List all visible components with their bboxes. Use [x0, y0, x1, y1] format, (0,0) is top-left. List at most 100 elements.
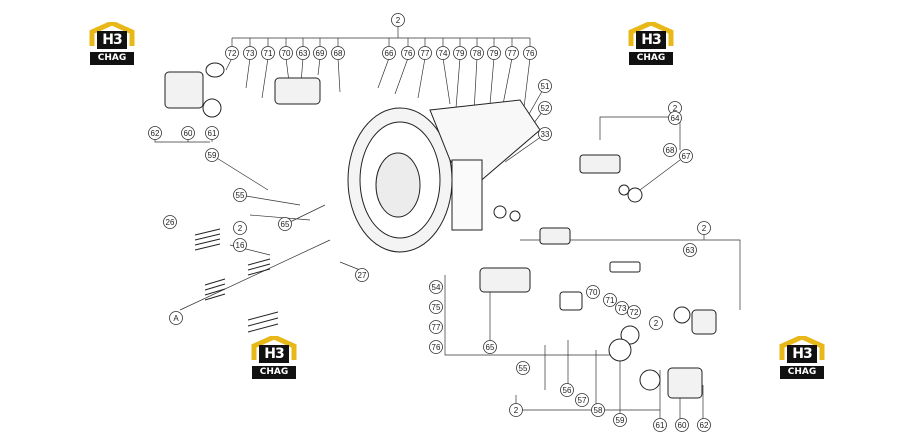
part-callout: 78 [470, 46, 484, 60]
part-callout: 69 [313, 46, 327, 60]
part-callout: 70 [279, 46, 293, 60]
part-callout: 68 [663, 143, 677, 157]
callout-circle [627, 305, 641, 319]
callout-circle [697, 418, 711, 432]
callout-circle [575, 393, 589, 407]
part-callout: 27 [355, 268, 369, 282]
part-callout: 66 [382, 46, 396, 60]
part-callout: 60 [675, 418, 689, 432]
part-callout: 58 [591, 403, 605, 417]
logo-mark: H3 [97, 31, 127, 49]
callout-label: 62 [700, 421, 709, 430]
part-callout: 61 [205, 126, 219, 140]
part-callout: 51 [538, 79, 552, 93]
callout-label: 69 [316, 49, 325, 58]
callout-label: 72 [228, 49, 237, 58]
callout-label: 2 [514, 406, 519, 415]
part-callout: 71 [603, 293, 617, 307]
callout-circle [603, 293, 617, 307]
callout-circle [679, 149, 693, 163]
callout-label: 68 [334, 49, 343, 58]
callout-label: 76 [526, 49, 535, 58]
callout-label: 33 [541, 130, 550, 139]
callout-circle [668, 111, 682, 125]
part-callout: A [169, 311, 183, 325]
callout-label: 2 [654, 319, 659, 328]
callout-circle [331, 46, 345, 60]
h3-chag-logo: H3 CHAG [778, 336, 826, 384]
callout-circle [509, 403, 523, 417]
callout-circle [296, 46, 310, 60]
part-callout: 63 [683, 243, 697, 257]
callout-circle [233, 221, 247, 235]
callout-circle [278, 217, 292, 231]
callout-label: 27 [358, 271, 367, 280]
part-callout: 16 [233, 238, 247, 252]
callout-label: 61 [656, 421, 665, 430]
callout-circle [169, 311, 183, 325]
callout-label: 77 [432, 323, 441, 332]
part-callout: 56 [560, 383, 574, 397]
callout-circle [163, 215, 177, 229]
callout-label: 63 [686, 246, 695, 255]
callout-circle [505, 46, 519, 60]
callout-label: 70 [589, 288, 598, 297]
callout-circle [205, 126, 219, 140]
part-callout: 52 [538, 101, 552, 115]
part-callout: 79 [487, 46, 501, 60]
part-callout: 59 [613, 413, 627, 427]
callout-circle [586, 285, 600, 299]
callout-label: 74 [439, 49, 448, 58]
part-callout: 72 [627, 305, 641, 319]
h3-chag-logo: H3 CHAG [627, 22, 675, 70]
logo-mark: H3 [787, 345, 817, 363]
part-callout: 72 [225, 46, 239, 60]
logo-mark: H3 [636, 31, 666, 49]
callout-label: A [173, 314, 179, 323]
part-callout: 63 [296, 46, 310, 60]
callout-circle [401, 46, 415, 60]
callout-circle [653, 418, 667, 432]
callout-label: 52 [541, 104, 550, 113]
callout-label: 64 [671, 114, 680, 123]
callout-label: 79 [490, 49, 499, 58]
part-callout: 2 [697, 221, 711, 235]
logo-mark: H3 [259, 345, 289, 363]
callout-label: 51 [541, 82, 550, 91]
callout-circle [205, 148, 219, 162]
part-callout: 77 [429, 320, 443, 334]
callout-label: 56 [563, 386, 572, 395]
callout-label: 2 [702, 224, 707, 233]
callout-label: 68 [666, 146, 675, 155]
part-callout: 62 [697, 418, 711, 432]
part-callout: 2 [391, 13, 405, 27]
callout-label: 75 [432, 303, 441, 312]
callout-circle [663, 143, 677, 157]
callout-circle [470, 46, 484, 60]
callout-label: 2 [673, 104, 678, 113]
callout-circle [675, 418, 689, 432]
callout-label: 2 [396, 16, 401, 25]
callout-circle [429, 340, 443, 354]
callout-label: 70 [282, 49, 291, 58]
callout-circle [538, 79, 552, 93]
callout-circle [355, 268, 369, 282]
part-callout: 77 [418, 46, 432, 60]
part-callout: 2 [509, 403, 523, 417]
callout-circle [538, 101, 552, 115]
callout-circle [429, 320, 443, 334]
h3-chag-logo: H3 CHAG [250, 336, 298, 384]
part-callout: 75 [429, 300, 443, 314]
callout-circle [453, 46, 467, 60]
callout-label: 76 [432, 343, 441, 352]
callout-circle [516, 361, 530, 375]
part-callout: 79 [453, 46, 467, 60]
callout-circle [148, 126, 162, 140]
callout-label: 66 [385, 49, 394, 58]
part-callout: 33 [538, 127, 552, 141]
part-callout: 62 [148, 126, 162, 140]
callout-circle [181, 126, 195, 140]
h3-chag-logo: H3 CHAG [88, 22, 136, 70]
part-callout: 55 [233, 188, 247, 202]
part-callout: 55 [516, 361, 530, 375]
